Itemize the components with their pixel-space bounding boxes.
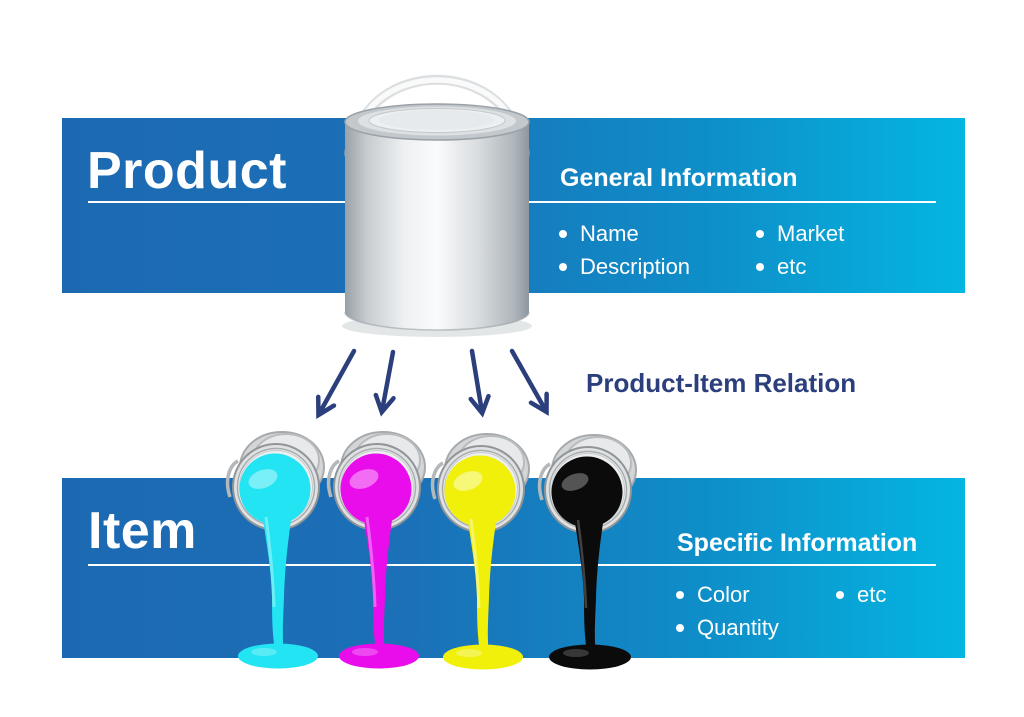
bullet-description: Description <box>559 250 756 283</box>
product-title: Product <box>87 142 287 200</box>
bullet-label: Name <box>580 220 639 246</box>
product-band-rule <box>88 201 936 203</box>
bullet-label: etc <box>857 581 887 607</box>
bullet-etc: etc <box>836 578 886 611</box>
bullet-color: Color <box>676 578 836 611</box>
relation-arrows-icon <box>315 348 549 419</box>
bullet-quantity: Quantity <box>676 611 836 644</box>
bullet-dot-icon <box>836 590 844 599</box>
product-item-relation-label: Product-Item Relation <box>586 368 857 398</box>
bullet-dot-icon <box>676 623 684 632</box>
bullet-name: Name <box>559 217 756 250</box>
bullet-dot-icon <box>756 262 764 271</box>
item-band-rule <box>88 564 936 566</box>
bullet-label: etc <box>777 253 807 279</box>
bullet-etc: etc <box>756 250 844 283</box>
general-information-heading: General Information <box>560 164 798 192</box>
bullet-dot-icon <box>559 229 567 238</box>
general-info-bullets: Name Description Market etc <box>559 217 844 283</box>
item-title: Item <box>88 502 197 560</box>
bullet-label: Market <box>777 220 845 246</box>
specific-information-heading: Specific Information <box>677 529 918 557</box>
bullet-market: Market <box>756 217 844 250</box>
bullet-label: Quantity <box>697 614 779 640</box>
specific-info-bullets: Color Quantity etc <box>676 578 886 644</box>
bullet-label: Description <box>580 253 691 279</box>
bullet-label: Color <box>697 581 750 607</box>
bullet-dot-icon <box>676 590 684 599</box>
bullet-dot-icon <box>756 229 764 238</box>
bullet-dot-icon <box>559 262 567 271</box>
